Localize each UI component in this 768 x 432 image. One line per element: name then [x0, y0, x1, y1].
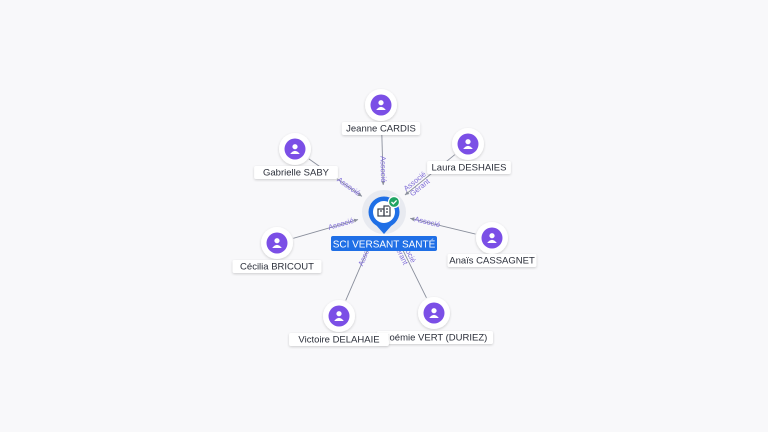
person-node-victoire-delahaie[interactable]: Victoire DELAHAIE	[289, 300, 389, 346]
person-node-jeanne-cardis[interactable]: Jeanne CARDIS	[341, 89, 421, 135]
building-icon	[377, 205, 391, 217]
role-label: Associé	[378, 156, 388, 183]
person-name: Jeanne CARDIS	[346, 124, 416, 135]
person-icon	[429, 308, 439, 318]
person-name: Cécilia BRICOUT	[240, 262, 314, 273]
person-name: Victoire DELAHAIE	[298, 335, 379, 346]
check-icon	[387, 195, 401, 209]
person-node-cecilia-bricout[interactable]: Cécilia BRICOUT	[232, 227, 322, 273]
role-label: Associé	[335, 175, 362, 198]
company-name: SCI VERSANT SANTÉ	[333, 238, 436, 251]
company-node[interactable]: SCI VERSANT SANTÉ	[331, 190, 437, 251]
person-node-laura-deshaies[interactable]: Laura DESHAIES	[427, 128, 511, 174]
edge-cecilia-bricout: Associé	[293, 216, 359, 239]
person-icon	[272, 238, 282, 248]
person-icon	[334, 311, 344, 321]
edge-anais-cassagnet: Associé	[410, 214, 476, 235]
person-name: Gabrielle SABY	[263, 168, 330, 179]
role-label: Associé	[413, 214, 441, 229]
role-label: Associé	[327, 216, 355, 232]
person-node-anais-cassagnet[interactable]: Anaïs CASSAGNET	[447, 222, 537, 267]
person-name: Noémie VERT (DURIEZ)	[383, 333, 488, 344]
person-name: Anaïs CASSAGNET	[449, 256, 535, 267]
person-icon	[463, 139, 473, 149]
person-name: Laura DESHAIES	[432, 163, 507, 174]
person-node-gabrielle-saby[interactable]: Gabrielle SABY	[254, 133, 338, 179]
person-node-noemie-vert[interactable]: Noémie VERT (DURIEZ)	[377, 297, 493, 344]
person-icon	[290, 144, 300, 154]
person-icon	[487, 233, 497, 243]
person-icon	[376, 100, 386, 110]
